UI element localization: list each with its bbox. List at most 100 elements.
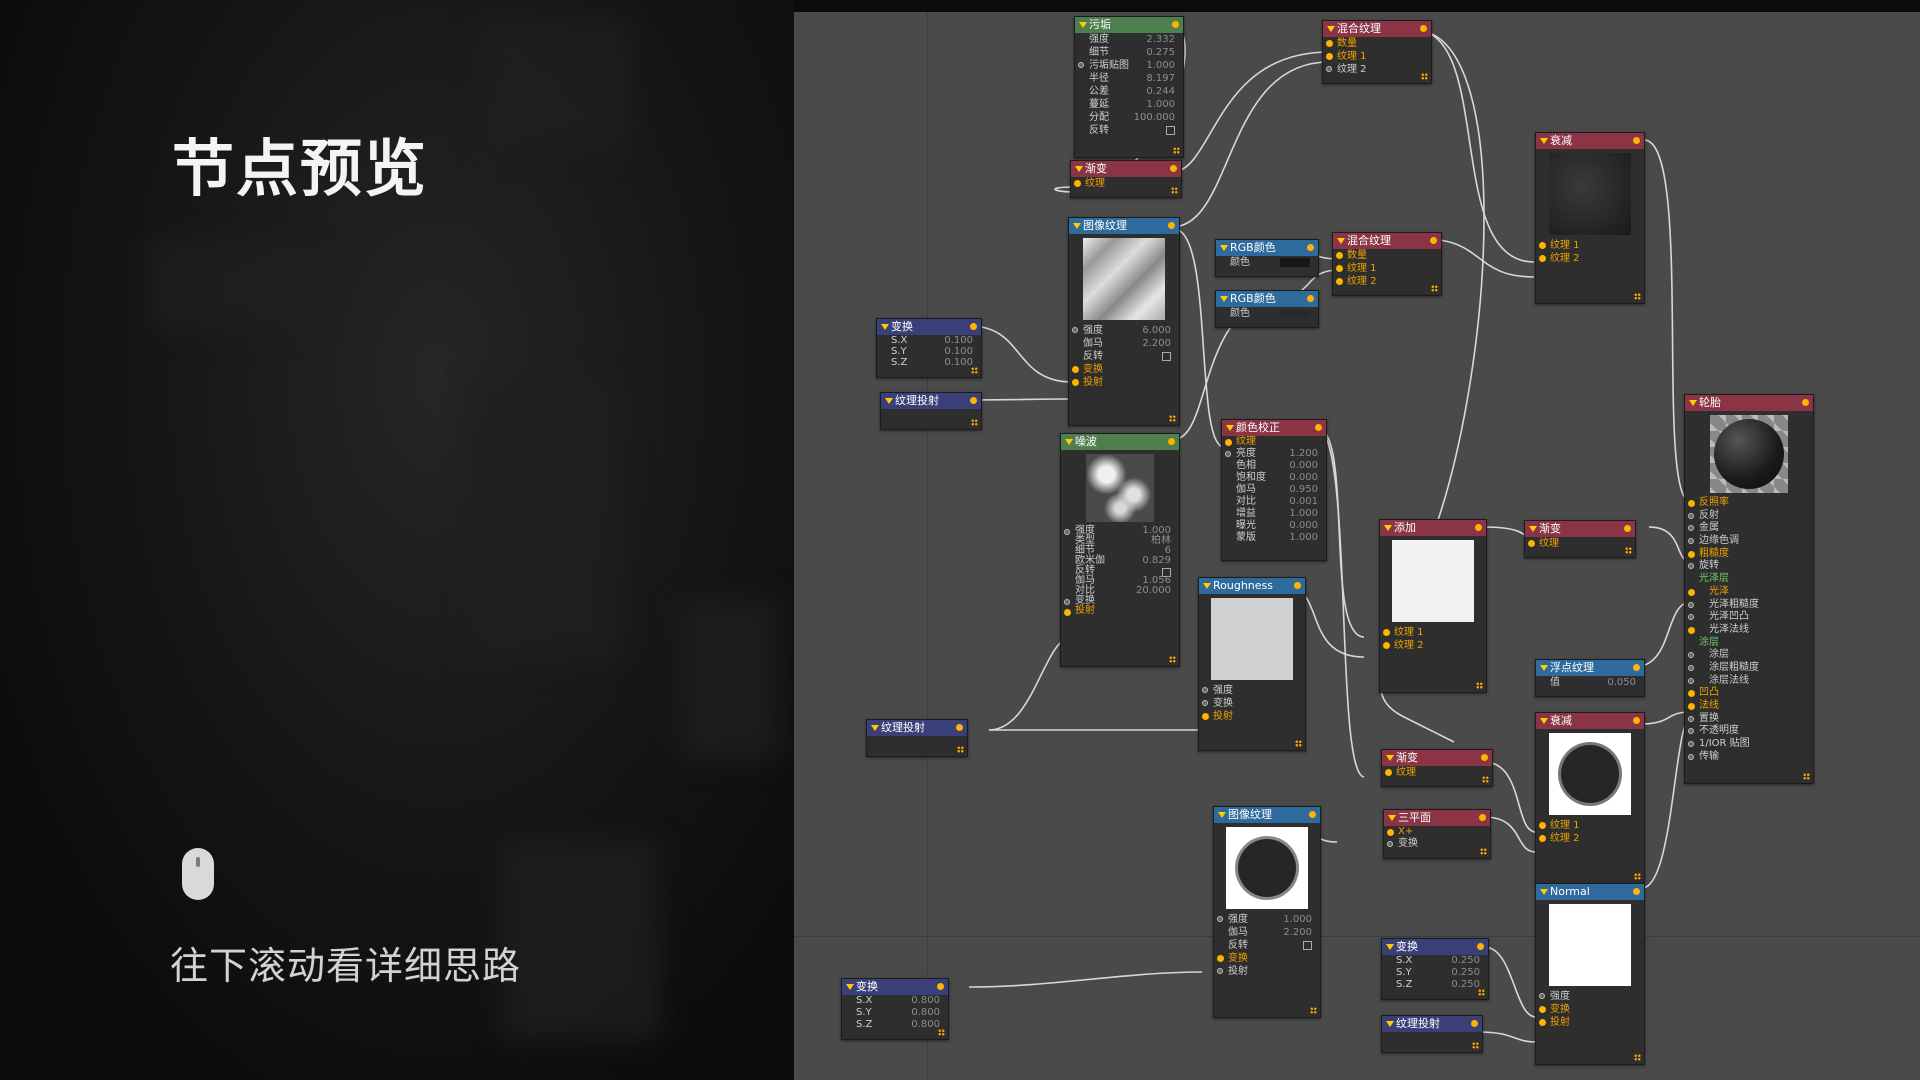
resize-grip[interactable] <box>1169 656 1176 663</box>
input-socket[interactable]: 变换 <box>1069 363 1179 376</box>
input-socket[interactable]: 纹理 2 <box>1323 63 1431 76</box>
output-socket[interactable] <box>1309 811 1316 818</box>
param-value[interactable]: 0.800 <box>911 995 940 1006</box>
output-socket[interactable] <box>1633 888 1640 895</box>
resize-grip[interactable] <box>1310 1007 1317 1014</box>
color-swatch[interactable] <box>1280 309 1310 318</box>
param-value[interactable]: 0.001 <box>1289 496 1318 507</box>
invert-checkbox[interactable] <box>1162 568 1171 577</box>
input-socket[interactable]: 纹理 <box>1525 537 1635 550</box>
invert-checkbox[interactable] <box>1166 126 1175 135</box>
input-socket[interactable]: 纹理 1 <box>1536 819 1644 832</box>
input-socket[interactable]: 涂层 <box>1685 649 1813 662</box>
output-socket[interactable] <box>1170 165 1177 172</box>
input-socket[interactable]: 光泽凹凸 <box>1685 611 1813 624</box>
param-value[interactable]: 0.000 <box>1289 472 1318 483</box>
output-socket[interactable] <box>1307 295 1314 302</box>
input-socket[interactable]: 光泽 <box>1685 586 1813 599</box>
output-socket[interactable] <box>1430 237 1437 244</box>
input-socket[interactable]: 涂层粗糙度 <box>1685 662 1813 675</box>
section-coating[interactable]: 涂层 <box>1699 636 1719 648</box>
output-socket[interactable] <box>1168 438 1175 445</box>
resize-grip[interactable] <box>1421 73 1428 80</box>
param-value[interactable]: 0.000 <box>1289 520 1318 531</box>
input-socket[interactable]: 凹凸 <box>1685 687 1813 700</box>
param-value[interactable]: 0.250 <box>1451 979 1480 990</box>
input-socket[interactable]: 反照率 <box>1685 497 1813 510</box>
param-value[interactable]: 1.056 <box>1142 575 1171 586</box>
param-value[interactable]: 0.800 <box>911 1007 940 1018</box>
input-socket[interactable]: 投射 <box>1214 965 1320 978</box>
param-value[interactable]: 0.244 <box>1146 86 1175 97</box>
input-socket[interactable]: 变换 <box>1199 697 1305 710</box>
input-socket[interactable]: 反射 <box>1685 510 1813 523</box>
node-add[interactable]: 添加 纹理 1 纹理 2 <box>1379 519 1487 693</box>
input-socket[interactable]: 强度 <box>1536 990 1644 1003</box>
node-mix-texture[interactable]: 混合纹理 数量 纹理 1 纹理 2 <box>1322 20 1432 84</box>
node-tire-material[interactable]: 轮胎 反照率 反射 金属 边缘色调 粗糙度 旋转 光泽层 光泽 光泽粗糙度 光泽… <box>1684 394 1814 784</box>
node-gradient[interactable]: 渐变 纹理 <box>1524 520 1636 558</box>
node-gradient[interactable]: 渐变 纹理 <box>1381 749 1493 787</box>
input-socket[interactable]: 变换 <box>1384 838 1490 850</box>
resize-grip[interactable] <box>1476 682 1483 689</box>
node-roughness[interactable]: Roughness 强度 变换 投射 <box>1198 577 1306 751</box>
output-socket[interactable] <box>1479 814 1486 821</box>
output-socket[interactable] <box>1633 717 1640 724</box>
resize-grip[interactable] <box>1634 873 1641 880</box>
output-socket[interactable] <box>1477 943 1484 950</box>
param-value[interactable]: 0.000 <box>1289 460 1318 471</box>
noise-type-dropdown[interactable]: 柏林 <box>1151 535 1171 546</box>
invert-checkbox[interactable] <box>1162 352 1171 361</box>
resize-grip[interactable] <box>1171 187 1178 194</box>
param-value[interactable]: 0.100 <box>944 335 973 346</box>
node-rgb-color[interactable]: RGB颜色 颜色 <box>1215 290 1319 328</box>
resize-grip[interactable] <box>1482 776 1489 783</box>
input-socket[interactable]: 法线 <box>1685 700 1813 713</box>
input-socket[interactable]: 变换 <box>1536 1003 1644 1016</box>
input-socket[interactable]: 纹理 2 <box>1536 832 1644 845</box>
param-value[interactable]: 0.250 <box>1451 967 1480 978</box>
input-socket[interactable]: 纹理 <box>1071 177 1181 190</box>
param-value[interactable]: 1.000 <box>1146 99 1175 110</box>
input-socket[interactable]: 传输 <box>1685 751 1813 764</box>
param-value[interactable]: 1.000 <box>1142 525 1171 536</box>
param-value[interactable]: 1.200 <box>1289 448 1318 459</box>
input-socket[interactable]: 纹理 2 <box>1380 639 1486 652</box>
output-socket[interactable] <box>1315 424 1322 431</box>
node-gradient[interactable]: 渐变 纹理 <box>1070 160 1182 198</box>
param-value[interactable]: 0.100 <box>944 346 973 357</box>
node-triplanar[interactable]: 三平面 X+ 变换 <box>1383 809 1491 859</box>
input-socket[interactable]: 纹理 <box>1222 436 1326 448</box>
resize-grip[interactable] <box>1480 848 1487 855</box>
param-value[interactable]: 1.000 <box>1289 532 1318 543</box>
node-texture-projection[interactable]: 纹理投射 <box>1381 1015 1483 1053</box>
input-socket[interactable]: 投射 <box>1061 606 1179 616</box>
resize-grip[interactable] <box>1634 1054 1641 1061</box>
param-value[interactable]: 2.200 <box>1283 927 1312 938</box>
output-socket[interactable] <box>1633 664 1640 671</box>
output-socket[interactable] <box>1307 244 1314 251</box>
param-value[interactable]: 0.275 <box>1146 47 1175 58</box>
param-value[interactable]: 0.250 <box>1451 955 1480 966</box>
input-socket[interactable]: 纹理 1 <box>1333 262 1441 275</box>
input-socket[interactable]: 数量 <box>1333 249 1441 262</box>
input-socket[interactable]: 纹理 1 <box>1323 50 1431 63</box>
resize-grip[interactable] <box>938 1029 945 1036</box>
output-socket[interactable] <box>1172 21 1179 28</box>
output-socket[interactable] <box>970 397 977 404</box>
param-value[interactable]: 6.000 <box>1142 325 1171 336</box>
input-socket[interactable]: 粗糙度 <box>1685 548 1813 561</box>
resize-grip[interactable] <box>1472 1042 1479 1049</box>
input-socket[interactable]: 不透明度 <box>1685 725 1813 738</box>
output-socket[interactable] <box>1633 137 1640 144</box>
input-socket[interactable]: 强度 <box>1199 684 1305 697</box>
section-gloss-layer[interactable]: 光泽层 <box>1699 573 1729 585</box>
node-normal[interactable]: Normal 强度 变换 投射 <box>1535 883 1645 1065</box>
